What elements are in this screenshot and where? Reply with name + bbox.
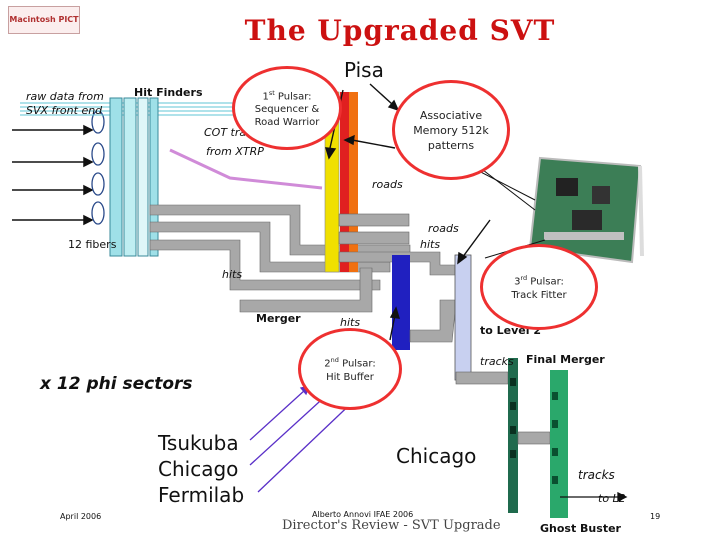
raw-data-label-2: SVX front end <box>26 104 103 117</box>
footer-date: April 2006 <box>60 512 102 521</box>
associative-memory-bubble: Associative Memory 512k patterns <box>392 80 510 180</box>
hit-buffer-text: 2nd Pulsar: Hit Buffer <box>324 355 376 384</box>
raw-data-arrows <box>12 124 94 226</box>
left-institutions-label: Tsukuba Chicago Fermilab <box>158 431 245 507</box>
merger-cable <box>409 299 456 343</box>
road-warrior-board <box>340 92 349 272</box>
hit-finders-label: Hit Finders <box>134 86 203 99</box>
pisa-label: Pisa <box>344 58 384 82</box>
ghost-buster-ticks <box>552 392 558 484</box>
hits-left-label: hits <box>222 268 243 281</box>
track-fitter-board <box>454 254 472 381</box>
final-merger-label: Final Merger <box>526 353 605 366</box>
footer-page: 19 <box>650 512 661 521</box>
to-l2-label: to L2 <box>598 492 626 505</box>
hit-buffer-bubble: 2nd Pulsar: Hit Buffer <box>298 328 402 410</box>
hit-cables <box>149 204 411 313</box>
fiber-loops <box>91 110 105 225</box>
associative-memory-text: Associative Memory 512k patterns <box>413 108 489 152</box>
merger-board <box>392 255 410 350</box>
final-merger-ticks <box>510 378 516 458</box>
page-title: The Upgraded SVT <box>244 14 556 47</box>
pulsar-board-photo <box>528 156 644 264</box>
track-fitter-bubble: 3rd Pulsar: Track Fitter <box>480 244 598 330</box>
fibers-label: 12 fibers <box>68 238 117 251</box>
ghost-buster-label: Ghost Buster <box>540 522 621 535</box>
roads-label: roads <box>372 178 403 191</box>
to-level2-label: to Level 2 <box>480 324 541 337</box>
tracks-label: tracks <box>480 355 514 368</box>
phi-sectors-label: x 12 phi sectors <box>40 374 193 394</box>
fitter-cable <box>455 371 509 385</box>
cot-cable <box>169 148 323 190</box>
cot-label-2: from XTRP <box>206 145 264 158</box>
chicago-label: Chicago <box>396 444 477 468</box>
road-cables <box>338 213 456 276</box>
final-merger-board <box>508 358 518 513</box>
sequencer-bubble-text: 1st Pulsar: Sequencer & Road Warrior <box>254 88 320 129</box>
hit-finder-crate <box>109 97 159 257</box>
roads-hits-label-2: hits <box>420 238 441 251</box>
am-board <box>349 92 358 272</box>
l2-arrows <box>560 491 628 503</box>
footer-review: Director's Review - SVT Upgrade <box>282 518 501 533</box>
roads-hits-label-1: roads <box>428 222 459 235</box>
merger-link-cable <box>517 431 551 445</box>
footer-author: Alberto Annovi IFAE 2006 <box>312 510 414 519</box>
merger-label: Merger <box>256 312 301 325</box>
pict-logo: Macintosh PICT <box>8 6 80 34</box>
track-fitter-text: 3rd Pulsar: Track Fitter <box>511 273 567 302</box>
tracks-ghost-label: tracks <box>578 468 615 482</box>
hits-bottom-label: hits <box>340 316 361 329</box>
raw-data-label-1: raw data from <box>26 90 104 103</box>
sequencer-bubble: 1st Pulsar: Sequencer & Road Warrior <box>232 66 342 150</box>
